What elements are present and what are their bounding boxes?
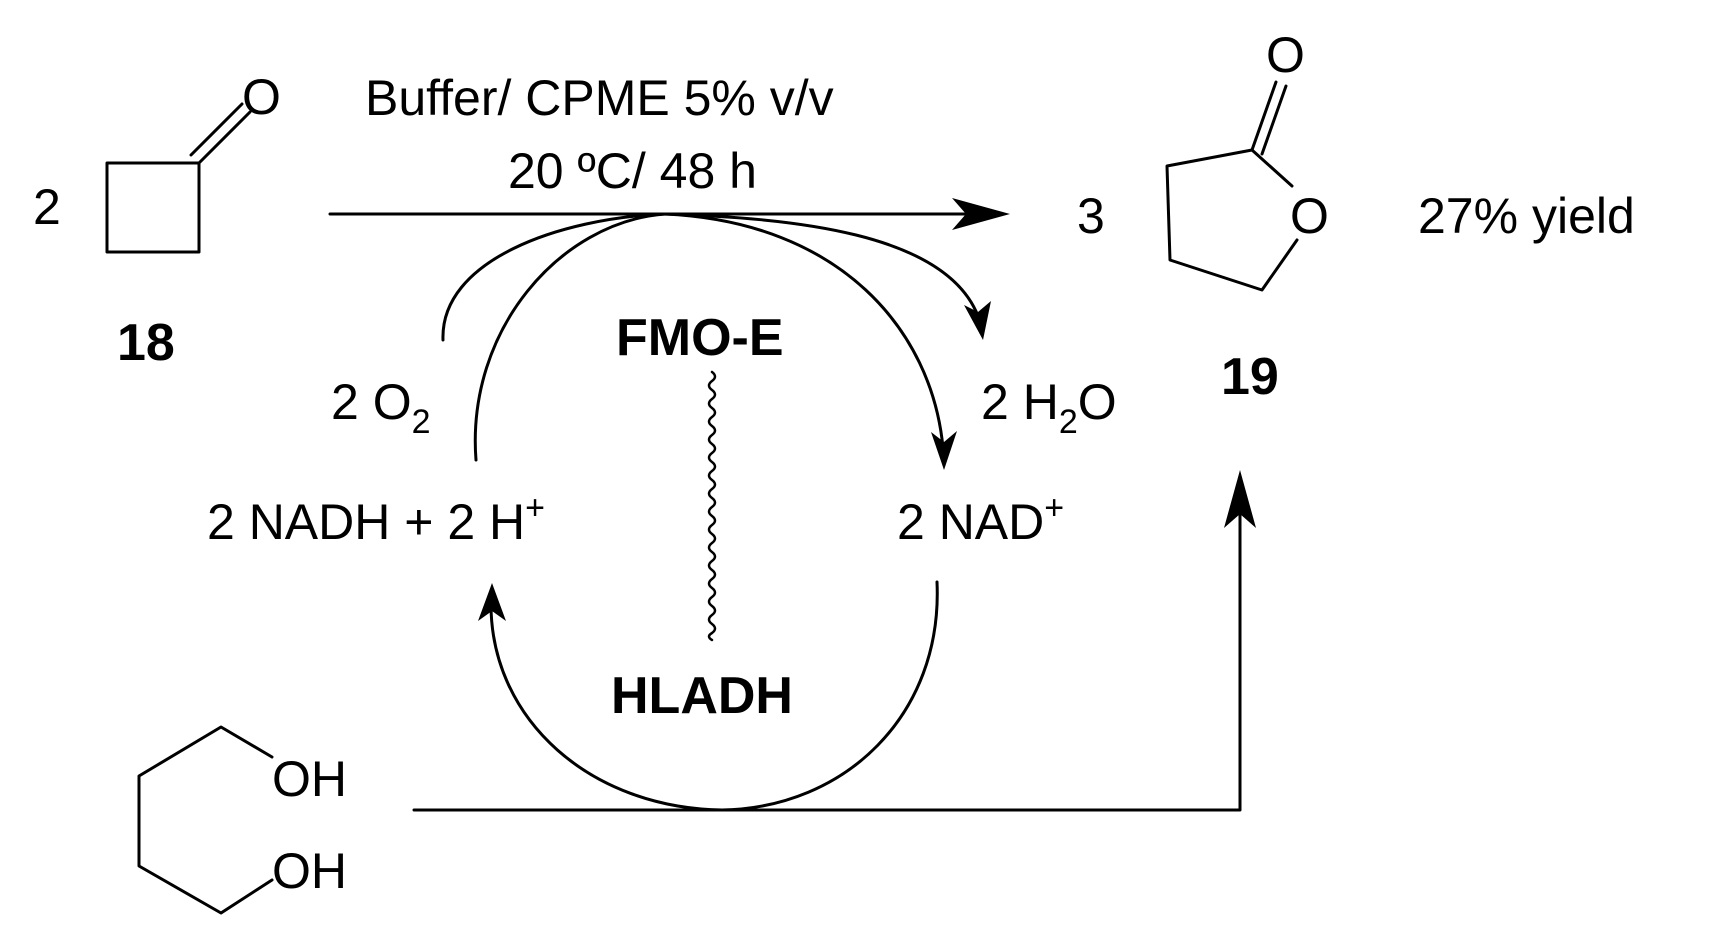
enzyme-coupling-wavy-line: [707, 370, 717, 642]
cycle-arc-lower-left: [489, 604, 724, 812]
conditions-line-1: Buffer/ CPME 5% v/v: [365, 70, 834, 126]
enzyme-fmo-e-label: FMO-E: [616, 309, 784, 367]
diol-substrate: OH OH: [137, 725, 347, 915]
cyclobutane-ring: [105, 161, 201, 254]
diol-to-product-arrow: [412, 470, 1256, 812]
cycle-arc-upper-right: [663, 212, 945, 450]
product-coefficient: 3: [1077, 188, 1105, 244]
nadh-label: 2 NADH + 2 H+: [207, 489, 545, 550]
oxygen-subscript: 2: [412, 403, 431, 441]
ring-bond-to-oxygen: [1250, 148, 1294, 188]
nadh-superscript: +: [525, 489, 545, 527]
oxygen-label: 2 O2: [331, 374, 431, 441]
diol-oh-top: OH: [272, 751, 347, 807]
reactant-oxygen-label: O: [242, 69, 281, 125]
compound-number-19: 19: [1221, 348, 1279, 406]
arrowhead-to-nadh: [478, 583, 506, 621]
carbonyl-bond-b: [189, 102, 244, 157]
diol-oh-bottom: OH: [272, 843, 347, 899]
lactone-carbonyl-a: [1250, 80, 1278, 152]
diol-chain: [137, 725, 274, 915]
product-butyrolactone: 3 O O 27% yield 19: [1077, 27, 1635, 406]
reaction-conditions: Buffer/ CPME 5% v/v 20 ºC/ 48 h: [365, 70, 834, 199]
enzyme-hladh-label: HLADH: [611, 667, 793, 725]
compound-number-18: 18: [117, 314, 175, 372]
nad-superscript: +: [1044, 489, 1064, 527]
cycle-arc-lower-right: [720, 580, 939, 812]
reactant-cyclobutanone: 2 O 18: [33, 69, 281, 372]
lactone-carbonyl-b: [1260, 84, 1288, 156]
lactone-ring-oxygen: O: [1290, 188, 1329, 244]
yield-label: 27% yield: [1418, 188, 1635, 244]
water-label: 2 H2O: [981, 374, 1117, 441]
arrowhead-to-nad: [931, 431, 957, 470]
cofactor-cycle: 2 O2 2 H2O 2 NADH + 2 H+ 2 NAD+ FMO-E HL…: [207, 212, 1117, 812]
water-subscript: 2: [1059, 403, 1078, 441]
reactant-coefficient: 2: [33, 179, 61, 235]
main-arrowhead: [952, 198, 1010, 230]
nad-label: 2 NAD+: [897, 489, 1064, 550]
lactone-carbonyl-oxygen: O: [1266, 27, 1305, 83]
carbonyl-bond-a: [197, 110, 252, 165]
lactone-ring: [1165, 148, 1299, 292]
cycle-arc-upper-left: [473, 212, 667, 462]
arrowhead-to-product: [1224, 470, 1256, 528]
oxygen-arc: [441, 212, 980, 342]
conditions-line-2: 20 ºC/ 48 h: [508, 143, 757, 199]
arrowhead-to-water: [964, 301, 991, 340]
